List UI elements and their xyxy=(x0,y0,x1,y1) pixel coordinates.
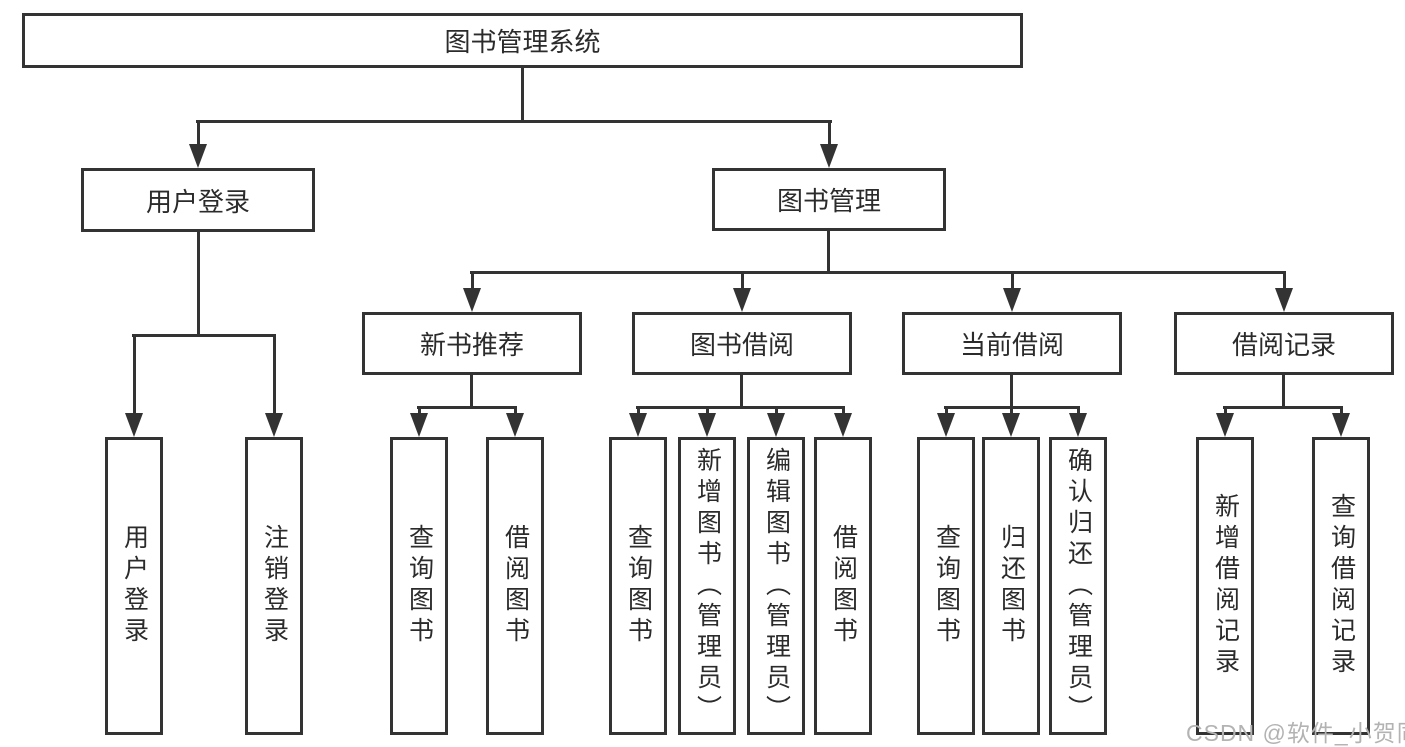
leaf-query-book-1: 查询图书 xyxy=(390,437,448,735)
connector-borrow-records-stem xyxy=(1282,375,1285,409)
node-root: 图书管理系统 xyxy=(22,13,1023,68)
node-book-management: 图书管理 xyxy=(712,168,946,231)
arrow-to-new-book-recommend xyxy=(463,272,482,312)
arrow-to-book-management xyxy=(820,122,839,168)
leaf-logout: 注销登录 xyxy=(245,437,303,735)
connector-book-borrow-branch xyxy=(636,406,845,409)
node-user-login: 用户登录 xyxy=(81,168,315,232)
leaf-query-borrow-record: 查询借阅记录 xyxy=(1312,437,1370,735)
arrow-to-leaf-confirm-return xyxy=(1069,407,1088,437)
arrow-to-leaf-borrow-book-1 xyxy=(506,407,525,437)
arrow-to-leaf-query-book-3 xyxy=(937,407,956,437)
leaf-query-book-2: 查询图书 xyxy=(609,437,667,735)
leaf-confirm-return-admin: 确认归还（管理员） xyxy=(1049,437,1107,735)
connector-book-borrow-stem xyxy=(740,375,743,409)
connector-current-borrow-stem xyxy=(1010,375,1013,409)
arrow-to-leaf-query-book-2 xyxy=(629,407,648,437)
leaf-add-book-admin: 新增图书（管理员） xyxy=(678,437,736,735)
connector-root-branch xyxy=(196,120,832,123)
leaf-user-login: 用户登录 xyxy=(105,437,163,735)
leaf-query-book-3: 查询图书 xyxy=(917,437,975,735)
node-current-borrow: 当前借阅 xyxy=(902,312,1122,375)
node-book-borrow: 图书借阅 xyxy=(632,312,852,375)
leaf-borrow-book-2: 借阅图书 xyxy=(814,437,872,735)
arrow-to-leaf-user-login xyxy=(125,336,144,437)
connector-user-login-stem xyxy=(197,232,200,337)
connector-root-stem xyxy=(521,68,524,123)
watermark-text: CSDN @软件_小贺同学 xyxy=(1186,720,1405,746)
arrow-to-leaf-logout xyxy=(265,336,284,437)
connector-borrow-records-branch xyxy=(1223,406,1343,409)
node-new-book-recommend: 新书推荐 xyxy=(362,312,582,375)
leaf-return-book: 归还图书 xyxy=(982,437,1040,735)
node-borrow-records: 借阅记录 xyxy=(1174,312,1394,375)
arrow-to-book-borrow xyxy=(733,272,752,312)
leaf-borrow-book-1: 借阅图书 xyxy=(486,437,544,735)
arrow-to-leaf-add-borrow-record xyxy=(1216,407,1235,437)
leaf-add-borrow-record: 新增借阅记录 xyxy=(1196,437,1254,735)
arrow-to-borrow-records xyxy=(1275,272,1294,312)
arrow-to-leaf-return-book xyxy=(1002,407,1021,437)
connector-new-book-recommend-branch xyxy=(417,406,517,409)
arrow-to-leaf-edit-book xyxy=(767,407,786,437)
connector-new-book-recommend-stem xyxy=(470,375,473,409)
arrow-to-current-borrow xyxy=(1003,272,1022,312)
leaf-edit-book-admin: 编辑图书（管理员） xyxy=(747,437,805,735)
arrow-to-leaf-query-borrow-record xyxy=(1332,407,1351,437)
arrow-to-leaf-borrow-book-2 xyxy=(834,407,853,437)
connector-book-management-stem xyxy=(827,231,830,274)
arrow-to-leaf-add-book xyxy=(698,407,717,437)
connector-user-login-branch xyxy=(132,334,276,337)
arrow-to-leaf-query-book-1 xyxy=(410,407,429,437)
connector-book-management-branch xyxy=(470,271,1286,274)
arrow-to-user-login xyxy=(189,122,208,168)
